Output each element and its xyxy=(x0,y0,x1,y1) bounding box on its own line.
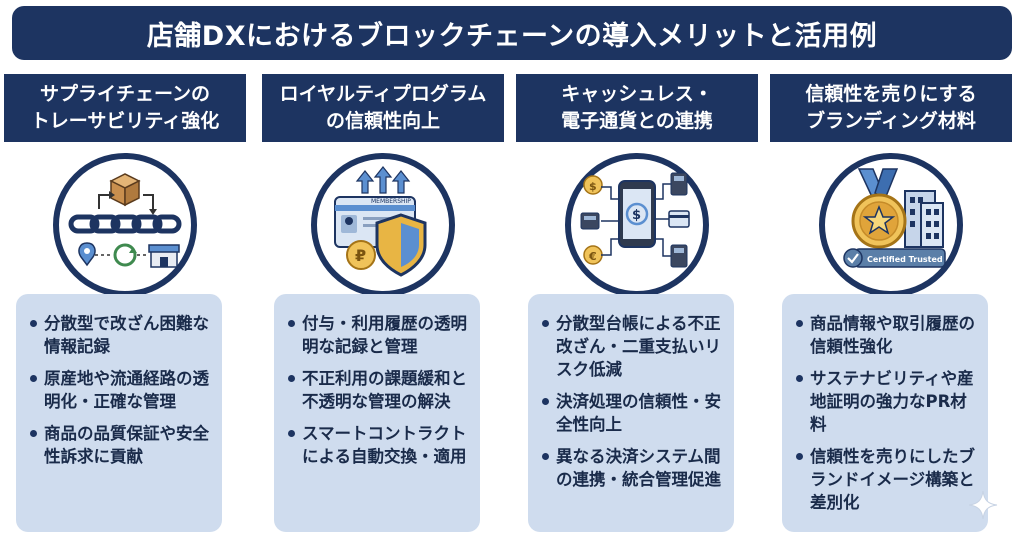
column-branding: 信頼性を売りにする ブランディング材料 Certif xyxy=(770,74,1012,540)
bullet-item: 信頼性を売りにしたブランドイメージ構築と差別化 xyxy=(794,445,976,514)
cashless-payment-icon: $ $ € xyxy=(580,172,690,268)
icon-circle xyxy=(53,153,197,297)
point-coin-icon: ₽ xyxy=(355,246,366,265)
column-header-text: キャッシュレス・ 電子通貨との連携 xyxy=(561,83,713,132)
certified-trusted-label: Certified Trusted xyxy=(867,255,943,264)
supply-chain-icon xyxy=(68,173,182,268)
column-header: 信頼性を売りにする ブランディング材料 xyxy=(770,74,1012,142)
column-supply-chain: サプライチェーンの トレーサビリティ強化 xyxy=(4,74,246,540)
page-title: 店舗DXにおけるブロックチェーンの導入メリットと活用例 xyxy=(146,20,878,52)
bullet-item: 分散型台帳による不正改ざん・二重支払いリスク低減 xyxy=(540,312,722,381)
icon-circle: Certified Trusted xyxy=(819,153,963,297)
bullet-list: 分散型で改ざん困難な情報記録 原産地や流通経路の透明化・正確な管理 商品の品質保… xyxy=(28,312,210,468)
title-banner: 店舗DXにおけるブロックチェーンの導入メリットと活用例 xyxy=(12,6,1012,60)
bullet-item: 付与・利用履歴の透明明な記録と管理 xyxy=(286,312,468,358)
column-cashless: キャッシュレス・ 電子通貨との連携 $ $ € xyxy=(516,74,758,540)
column-loyalty: ロイヤルティプログラム の信頼性向上 MEMBERSHIP ₽ xyxy=(262,74,504,540)
benefit-card: 商品情報や取引履歴の信頼性強化 サステナビリティや産地証明の強力なPR材料 信頼… xyxy=(782,294,988,532)
bullet-item: スマートコントラクトによる自動交換・適用 xyxy=(286,422,468,468)
bullet-list: 商品情報や取引履歴の信頼性強化 サステナビリティや産地証明の強力なPR材料 信頼… xyxy=(794,312,976,514)
bullet-item: 商品の品質保証や安全性訴求に貢献 xyxy=(28,422,210,468)
bullet-item: 異なる決済システム間の連携・統合管理促進 xyxy=(540,445,722,491)
svg-text:$: $ xyxy=(632,208,641,223)
bullet-item: 分散型で改ざん困難な情報記録 xyxy=(28,312,210,358)
bullet-item: 不正利用の課題緩和と不透明な管理の解決 xyxy=(286,367,468,413)
bullet-item: サステナビリティや産地証明の強力なPR材料 xyxy=(794,367,976,436)
membership-label: MEMBERSHIP xyxy=(371,198,411,205)
benefit-card: 分散型で改ざん困難な情報記録 原産地や流通経路の透明化・正確な管理 商品の品質保… xyxy=(16,294,222,532)
bullet-item: 決済処理の信頼性・安全性向上 xyxy=(540,390,722,436)
column-header-text: 信頼性を売りにする ブランディング材料 xyxy=(805,83,977,132)
sparkle-icon xyxy=(968,490,998,520)
column-header: サプライチェーンの トレーサビリティ強化 xyxy=(4,74,246,142)
svg-text:$: $ xyxy=(589,180,597,193)
column-header-text: ロイヤルティプログラム の信頼性向上 xyxy=(279,83,487,132)
membership-shield-icon: MEMBERSHIP ₽ xyxy=(334,166,427,277)
bullet-list: 付与・利用履歴の透明明な記録と管理 不正利用の課題緩和と不透明な管理の解決 スマ… xyxy=(286,312,468,468)
icon-circle: MEMBERSHIP ₽ xyxy=(311,153,455,297)
icon-circle: $ $ € xyxy=(565,153,709,297)
column-header: ロイヤルティプログラム の信頼性向上 xyxy=(262,74,504,142)
benefit-card: 分散型台帳による不正改ざん・二重支払いリスク低減 決済処理の信頼性・安全性向上 … xyxy=(528,294,734,532)
medal-building-icon: Certified Trusted xyxy=(843,168,946,268)
svg-text:€: € xyxy=(588,250,597,263)
bullet-list: 分散型台帳による不正改ざん・二重支払いリスク低減 決済処理の信頼性・安全性向上 … xyxy=(540,312,722,491)
benefit-card: 付与・利用履歴の透明明な記録と管理 不正利用の課題緩和と不透明な管理の解決 スマ… xyxy=(274,294,480,532)
column-header: キャッシュレス・ 電子通貨との連携 xyxy=(516,74,758,142)
column-header-text: サプライチェーンの トレーサビリティ強化 xyxy=(30,83,220,132)
bullet-item: 原産地や流通経路の透明化・正確な管理 xyxy=(28,367,210,413)
bullet-item: 商品情報や取引履歴の信頼性強化 xyxy=(794,312,976,358)
